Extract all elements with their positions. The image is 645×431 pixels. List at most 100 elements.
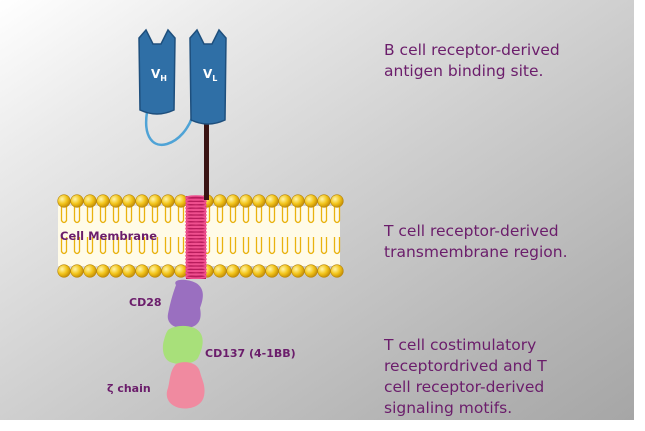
lipid-head [57, 194, 71, 208]
lipid-tail [333, 237, 341, 255]
membrane-label: Cell Membrane [60, 229, 157, 243]
lipid-tail [112, 206, 120, 224]
lipid-tail [281, 237, 289, 255]
desc-line: receptordrived and T [384, 357, 547, 375]
lipid-tail [86, 237, 94, 255]
lipid-head [83, 264, 97, 278]
lipid-head [213, 194, 227, 208]
lipid-tail [307, 237, 315, 255]
desc-line: cell receptor-derived [384, 378, 545, 396]
lipid-tail [255, 206, 263, 224]
bottom-margin [0, 420, 645, 431]
scfv-linker [144, 111, 194, 147]
lipid-head [304, 194, 318, 208]
desc-line: T cell receptor-derived [384, 222, 559, 240]
lipid-tail [294, 206, 302, 224]
lipid-head [109, 264, 123, 278]
hinge-stalk [204, 124, 209, 200]
lipid-head [330, 194, 344, 208]
lipid-tail [294, 237, 302, 255]
vh-label: VH [151, 67, 167, 83]
lipid-tail [242, 237, 250, 255]
lipid-head [330, 264, 344, 278]
car-receptor-diagram: VH VL Cell Membrane CD28 CD137 (4-1BB) ζ… [57, 28, 344, 409]
vl-shape [189, 28, 227, 125]
lipid-head [122, 194, 136, 208]
lipid-head [148, 264, 162, 278]
cd137-domain [162, 325, 203, 365]
transmembrane-description: T cell receptor-derived transmembrane re… [384, 221, 629, 263]
lipid-head [278, 264, 292, 278]
lipid-tail [86, 206, 94, 224]
lipid-head [304, 264, 318, 278]
lipid-tail [60, 237, 68, 255]
lipid-head [122, 264, 136, 278]
cd28-label: CD28 [129, 296, 162, 309]
cd137-label: CD137 (4-1BB) [205, 347, 296, 360]
vh-domain: VH [138, 28, 176, 115]
lipid-head [317, 194, 331, 208]
lipid-head [70, 264, 84, 278]
lipid-head [135, 194, 149, 208]
lipid-head [96, 194, 110, 208]
transmembrane-helix [185, 195, 207, 280]
desc-line: signaling motifs. [384, 399, 513, 417]
cd28-domain [167, 279, 203, 329]
zeta-chain-domain [166, 362, 205, 409]
lipid-head [148, 194, 162, 208]
lipid-head [83, 194, 97, 208]
lipid-tail [320, 237, 328, 255]
lipid-head [213, 264, 227, 278]
lipid-head [252, 194, 266, 208]
desc-line: transmembrane region. [384, 243, 568, 261]
lipid-tail [307, 206, 315, 224]
lipid-head [161, 264, 175, 278]
lipid-tail [255, 237, 263, 255]
lipid-head [278, 194, 292, 208]
helix-coils [185, 195, 207, 280]
lipid-head [109, 194, 123, 208]
lipid-tail [268, 206, 276, 224]
lipid-tail [164, 206, 172, 224]
lipid-tails [60, 206, 341, 255]
lipid-tail [99, 206, 107, 224]
antigen-binding-description: B cell receptor-derived antigen binding … [384, 40, 629, 82]
lipid-tail [320, 206, 328, 224]
lipid-tail [229, 237, 237, 255]
helix-coil [185, 273, 207, 280]
vl-label: VL [203, 67, 217, 83]
vl-domain: VL [189, 28, 227, 125]
lipid-tail [151, 206, 159, 224]
lipid-head [96, 264, 110, 278]
zeta-chain-label: ζ chain [107, 382, 151, 395]
lipid-head [291, 194, 305, 208]
lipid-tail [177, 206, 185, 224]
lipid-head [252, 264, 266, 278]
lipid-tail [177, 237, 185, 255]
lipid-tail [112, 237, 120, 255]
lipid-head [70, 194, 84, 208]
diagram-canvas: VH VL Cell Membrane CD28 CD137 (4-1BB) ζ… [0, 0, 634, 420]
right-margin [634, 0, 645, 431]
lipid-tail [125, 206, 133, 224]
lipid-tail [73, 237, 81, 255]
lipid-tail [281, 206, 289, 224]
lipid-head [161, 194, 175, 208]
lipid-tail [333, 206, 341, 224]
lipid-tail [229, 206, 237, 224]
lipid-tail [216, 237, 224, 255]
lipid-tail [138, 206, 146, 224]
vh-shape [138, 28, 176, 115]
lipid-head [226, 264, 240, 278]
lipid-head [226, 194, 240, 208]
desc-line: antigen binding site. [384, 62, 544, 80]
lipid-tail [216, 206, 224, 224]
lipid-tail [99, 237, 107, 255]
lipid-head [291, 264, 305, 278]
desc-line: B cell receptor-derived [384, 41, 560, 59]
lipid-head [265, 264, 279, 278]
lipid-head [135, 264, 149, 278]
lipid-tail [164, 237, 172, 255]
lipid-head [239, 264, 253, 278]
lipid-tail [125, 237, 133, 255]
